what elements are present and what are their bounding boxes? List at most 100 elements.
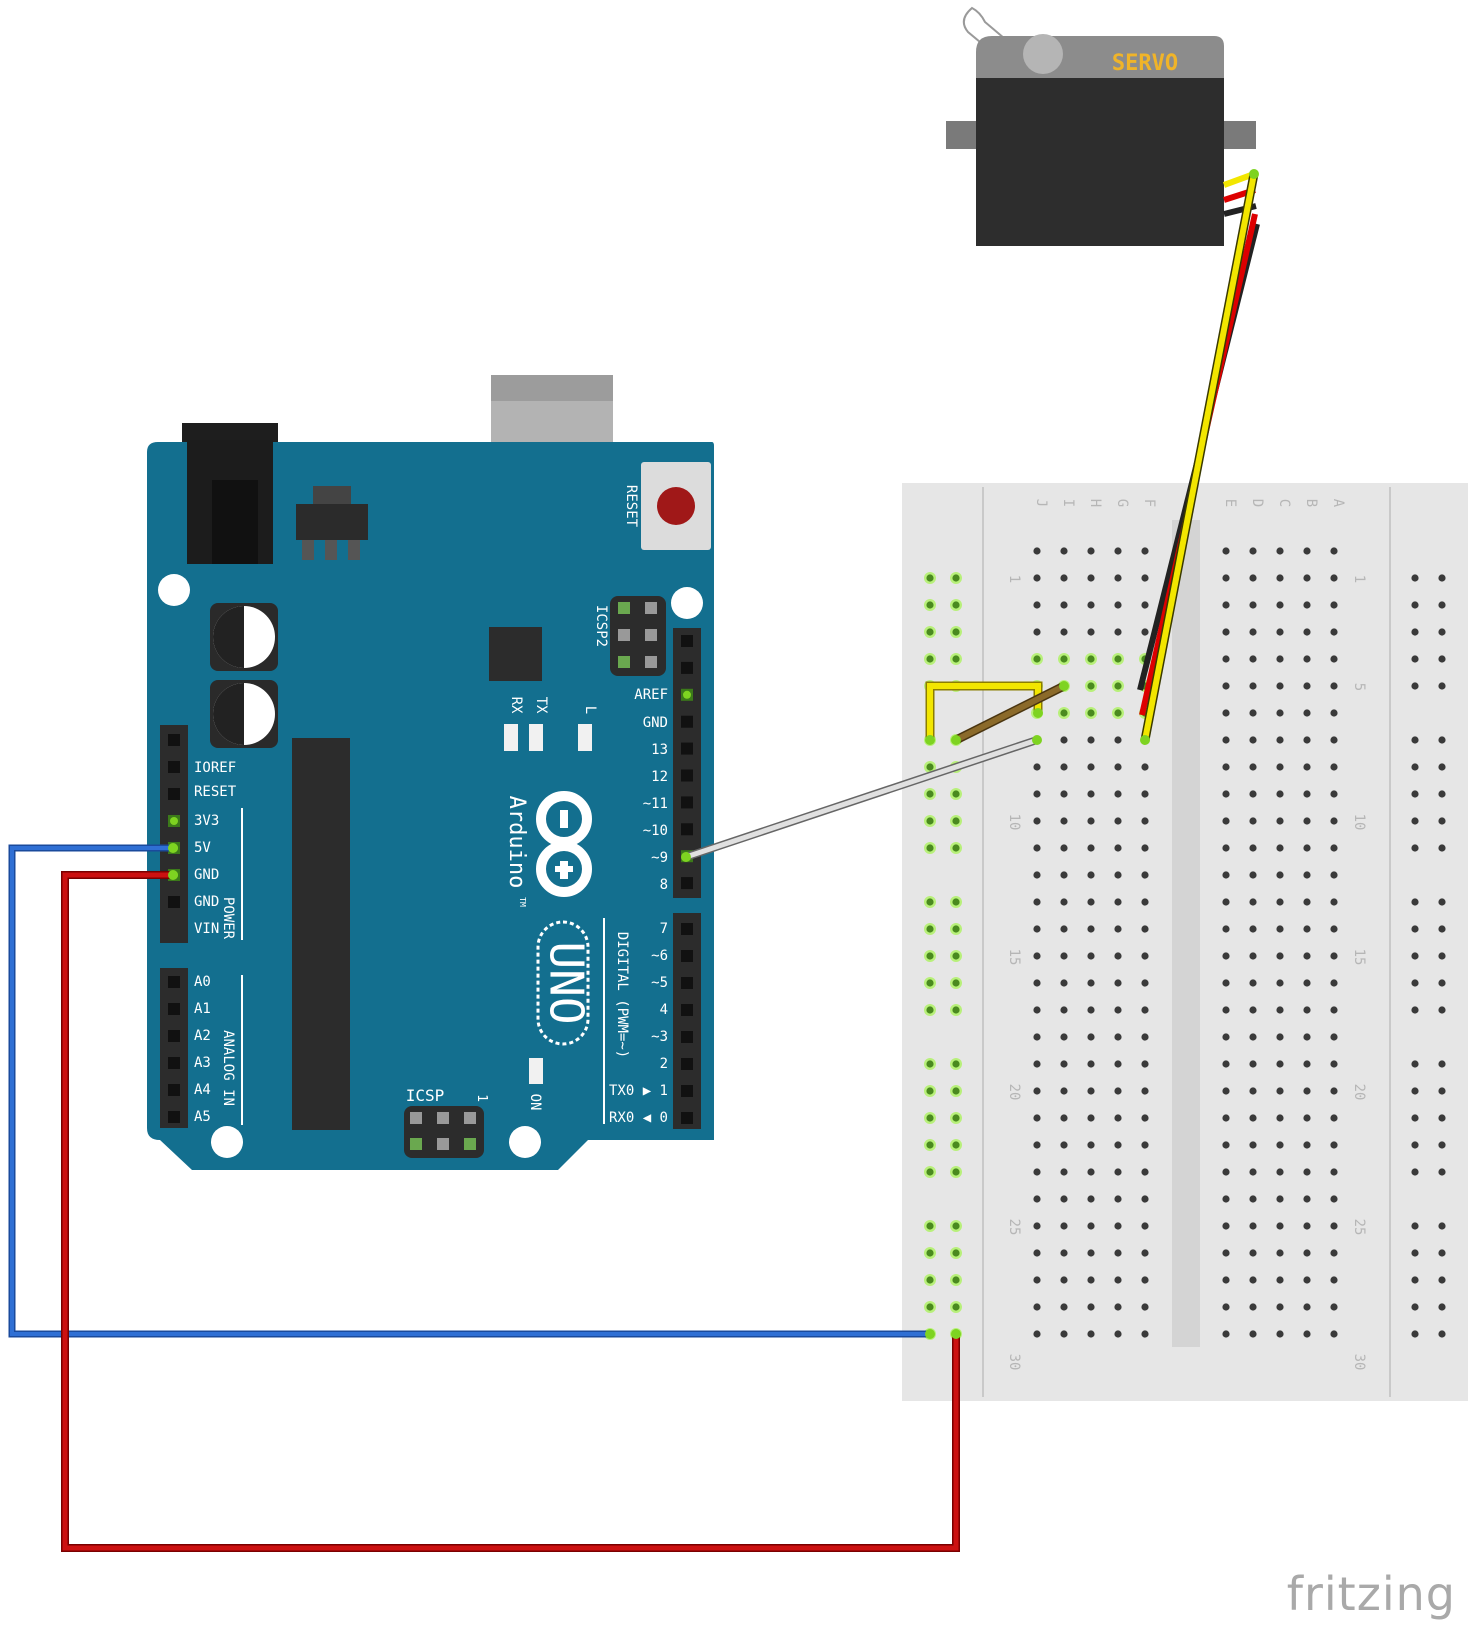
breadboard-hole <box>1330 1006 1338 1014</box>
breadboard-hole <box>1060 1276 1068 1284</box>
row-number-10-right: 10 <box>1351 814 1367 831</box>
header-pin[interactable] <box>168 1084 180 1096</box>
rail-hole <box>1411 1222 1419 1230</box>
breadboard-hole <box>1330 709 1338 717</box>
breadboard-hole <box>1303 763 1311 771</box>
rail-hole <box>1438 1168 1446 1176</box>
breadboard-hole <box>1060 1141 1068 1149</box>
header-pin[interactable] <box>681 877 693 890</box>
breadboard-hole <box>1276 898 1284 906</box>
breadboard-hole <box>1330 655 1338 663</box>
breadboard-hole <box>1222 1249 1230 1257</box>
pin-label-ioref: IOREF <box>194 760 236 776</box>
header-pin[interactable] <box>681 950 693 962</box>
breadboard-hole <box>1060 1033 1068 1041</box>
row-number-15-left: 15 <box>1006 949 1022 966</box>
power-header <box>160 725 188 943</box>
header-pin[interactable] <box>681 923 693 935</box>
analog-header <box>160 968 188 1128</box>
breadboard-hole <box>1303 1141 1311 1149</box>
header-pin[interactable] <box>168 1030 180 1042</box>
header-pin[interactable] <box>681 715 693 728</box>
header-pin[interactable] <box>681 1031 693 1043</box>
breadboard-hole <box>1033 1087 1041 1095</box>
pin-label-3v3: 3V3 <box>194 813 219 829</box>
mounting-hole <box>509 1126 541 1158</box>
breadboard-hole <box>1087 1033 1095 1041</box>
rail-hole <box>1411 979 1419 987</box>
breadboard-hole <box>1276 1114 1284 1122</box>
breadboard-hole <box>1141 844 1149 852</box>
icsp2-label: ICSP2 <box>593 605 609 647</box>
rail-hole <box>952 952 960 960</box>
breadboard: J I H G F E D C B A 1 5 10 15 20 25 30 1… <box>902 483 1468 1401</box>
reset-button-cap[interactable] <box>657 487 695 525</box>
header-pin[interactable] <box>168 1057 180 1069</box>
breadboard-hole <box>1033 898 1041 906</box>
header-pin[interactable] <box>681 823 693 836</box>
wire-endpoint <box>925 735 935 745</box>
breadboard-hole <box>1303 547 1311 555</box>
rail-hole <box>926 1006 934 1014</box>
breadboard-hole <box>1276 709 1284 717</box>
header-pin[interactable] <box>168 734 180 746</box>
breadboard-hole <box>1141 1330 1149 1338</box>
header-pin[interactable] <box>168 896 180 908</box>
header-pin[interactable] <box>681 661 693 674</box>
header-pin[interactable] <box>681 1112 693 1124</box>
pin-label-gnd-2: GND <box>194 894 219 910</box>
breadboard-hole <box>1087 628 1095 636</box>
breadboard-hole <box>1303 898 1311 906</box>
breadboard-hole <box>1249 1060 1257 1068</box>
breadboard-hole <box>1276 1222 1284 1230</box>
breadboard-hole <box>1087 898 1095 906</box>
breadboard-hole <box>1276 1303 1284 1311</box>
rail-hole <box>1438 574 1446 582</box>
breadboard-hole <box>1222 1303 1230 1311</box>
rail-hole <box>926 898 934 906</box>
header-pin[interactable] <box>681 742 693 755</box>
rail-hole <box>1411 1330 1419 1338</box>
l-led <box>578 724 592 751</box>
rail-hole <box>952 1006 960 1014</box>
wire-endpoint <box>168 843 178 853</box>
breadboard-hole <box>1087 1087 1095 1095</box>
header-pin[interactable] <box>681 769 693 782</box>
header-pin[interactable] <box>681 796 693 809</box>
breadboard-hole <box>1060 952 1068 960</box>
header-pin[interactable] <box>168 761 180 773</box>
header-pin[interactable] <box>168 788 180 800</box>
header-pin[interactable] <box>681 1004 693 1016</box>
pin-label-5: ~5 <box>651 975 668 991</box>
breadboard-hole <box>1060 736 1068 744</box>
breadboard-hole <box>1114 1195 1122 1203</box>
rail-hole <box>1438 1249 1446 1257</box>
header-pin[interactable] <box>681 1058 693 1070</box>
breadboard-hole <box>1303 601 1311 609</box>
breadboard-hole <box>1114 1033 1122 1041</box>
breadboard-hole <box>1222 709 1230 717</box>
header-pin[interactable] <box>168 976 180 988</box>
header-pin[interactable] <box>681 1085 693 1097</box>
breadboard-hole <box>1249 682 1257 690</box>
breadboard-hole <box>1087 1006 1095 1014</box>
header-pin[interactable] <box>168 1111 180 1123</box>
wire-endpoint <box>1033 708 1043 718</box>
wire-5v-blue <box>10 846 930 1336</box>
header-pin[interactable] <box>168 1003 180 1015</box>
breadboard-hole <box>1330 1087 1338 1095</box>
header-pin[interactable] <box>681 977 693 989</box>
breadboard-hole <box>1033 1276 1041 1284</box>
rail-hole <box>952 790 960 798</box>
breadboard-hole <box>1249 952 1257 960</box>
digital-pin-labels-bottom: 7 ~6 ~5 4 ~3 2 TX0 ▶ 1 RX0 ◀ 0 <box>609 921 668 1126</box>
header-pin[interactable] <box>681 635 693 647</box>
rail-hole <box>926 1060 934 1068</box>
rail-hole <box>1438 601 1446 609</box>
breadboard-hole <box>1222 898 1230 906</box>
breadboard-hole <box>1141 1033 1149 1041</box>
rail-hole <box>1438 898 1446 906</box>
breadboard-hole <box>1141 628 1149 636</box>
breadboard-hole <box>1276 1249 1284 1257</box>
breadboard-hole <box>1060 1087 1068 1095</box>
